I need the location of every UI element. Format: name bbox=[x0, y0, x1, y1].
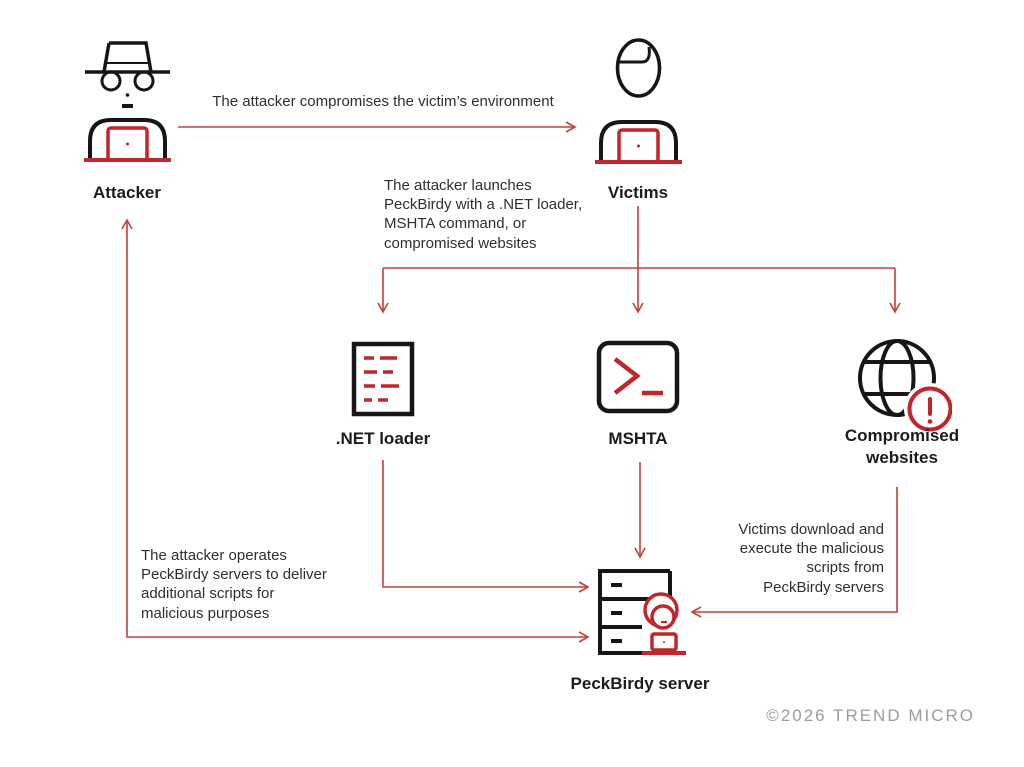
globe-alert-icon bbox=[858, 339, 956, 435]
annotation-compromise: The attacker compromises the victim’s en… bbox=[212, 93, 554, 110]
arrow-netloader-to-server bbox=[382, 460, 590, 593]
annotation-launch: The attacker launches PeckBirdy with a .… bbox=[384, 177, 583, 252]
websites-label: Compromised websites bbox=[844, 426, 960, 468]
script-document-icon bbox=[351, 341, 415, 417]
copyright-text: ©2026 TREND MICRO bbox=[766, 706, 975, 725]
server-node: PeckBirdy server bbox=[571, 563, 709, 693]
victims-label: Victims bbox=[607, 183, 669, 202]
mshta-label: MSHTA bbox=[608, 429, 668, 448]
server-label: PeckBirdy server bbox=[570, 674, 710, 693]
attacker-icon bbox=[84, 41, 171, 162]
net-loader-node: .NET loader bbox=[336, 341, 430, 448]
net-loader-label: .NET loader bbox=[335, 429, 431, 448]
annotation-operate: The attacker operates PeckBirdy servers … bbox=[141, 547, 327, 622]
arrow-mshta-to-server bbox=[634, 462, 646, 559]
victim-user-icon bbox=[595, 38, 682, 164]
websites-node: Compromised websites bbox=[845, 333, 959, 467]
arrow-attacker-to-victims bbox=[178, 121, 577, 133]
attacker-node: Attacker bbox=[80, 36, 175, 202]
victims-node: Victims bbox=[591, 34, 686, 202]
annotation-download: Victims download and execute the malicio… bbox=[738, 521, 884, 596]
mshta-node: MSHTA bbox=[596, 340, 680, 448]
terminal-prompt-icon bbox=[596, 340, 680, 414]
attacker-label: Attacker bbox=[92, 183, 162, 202]
server-attacker-icon bbox=[598, 569, 686, 655]
